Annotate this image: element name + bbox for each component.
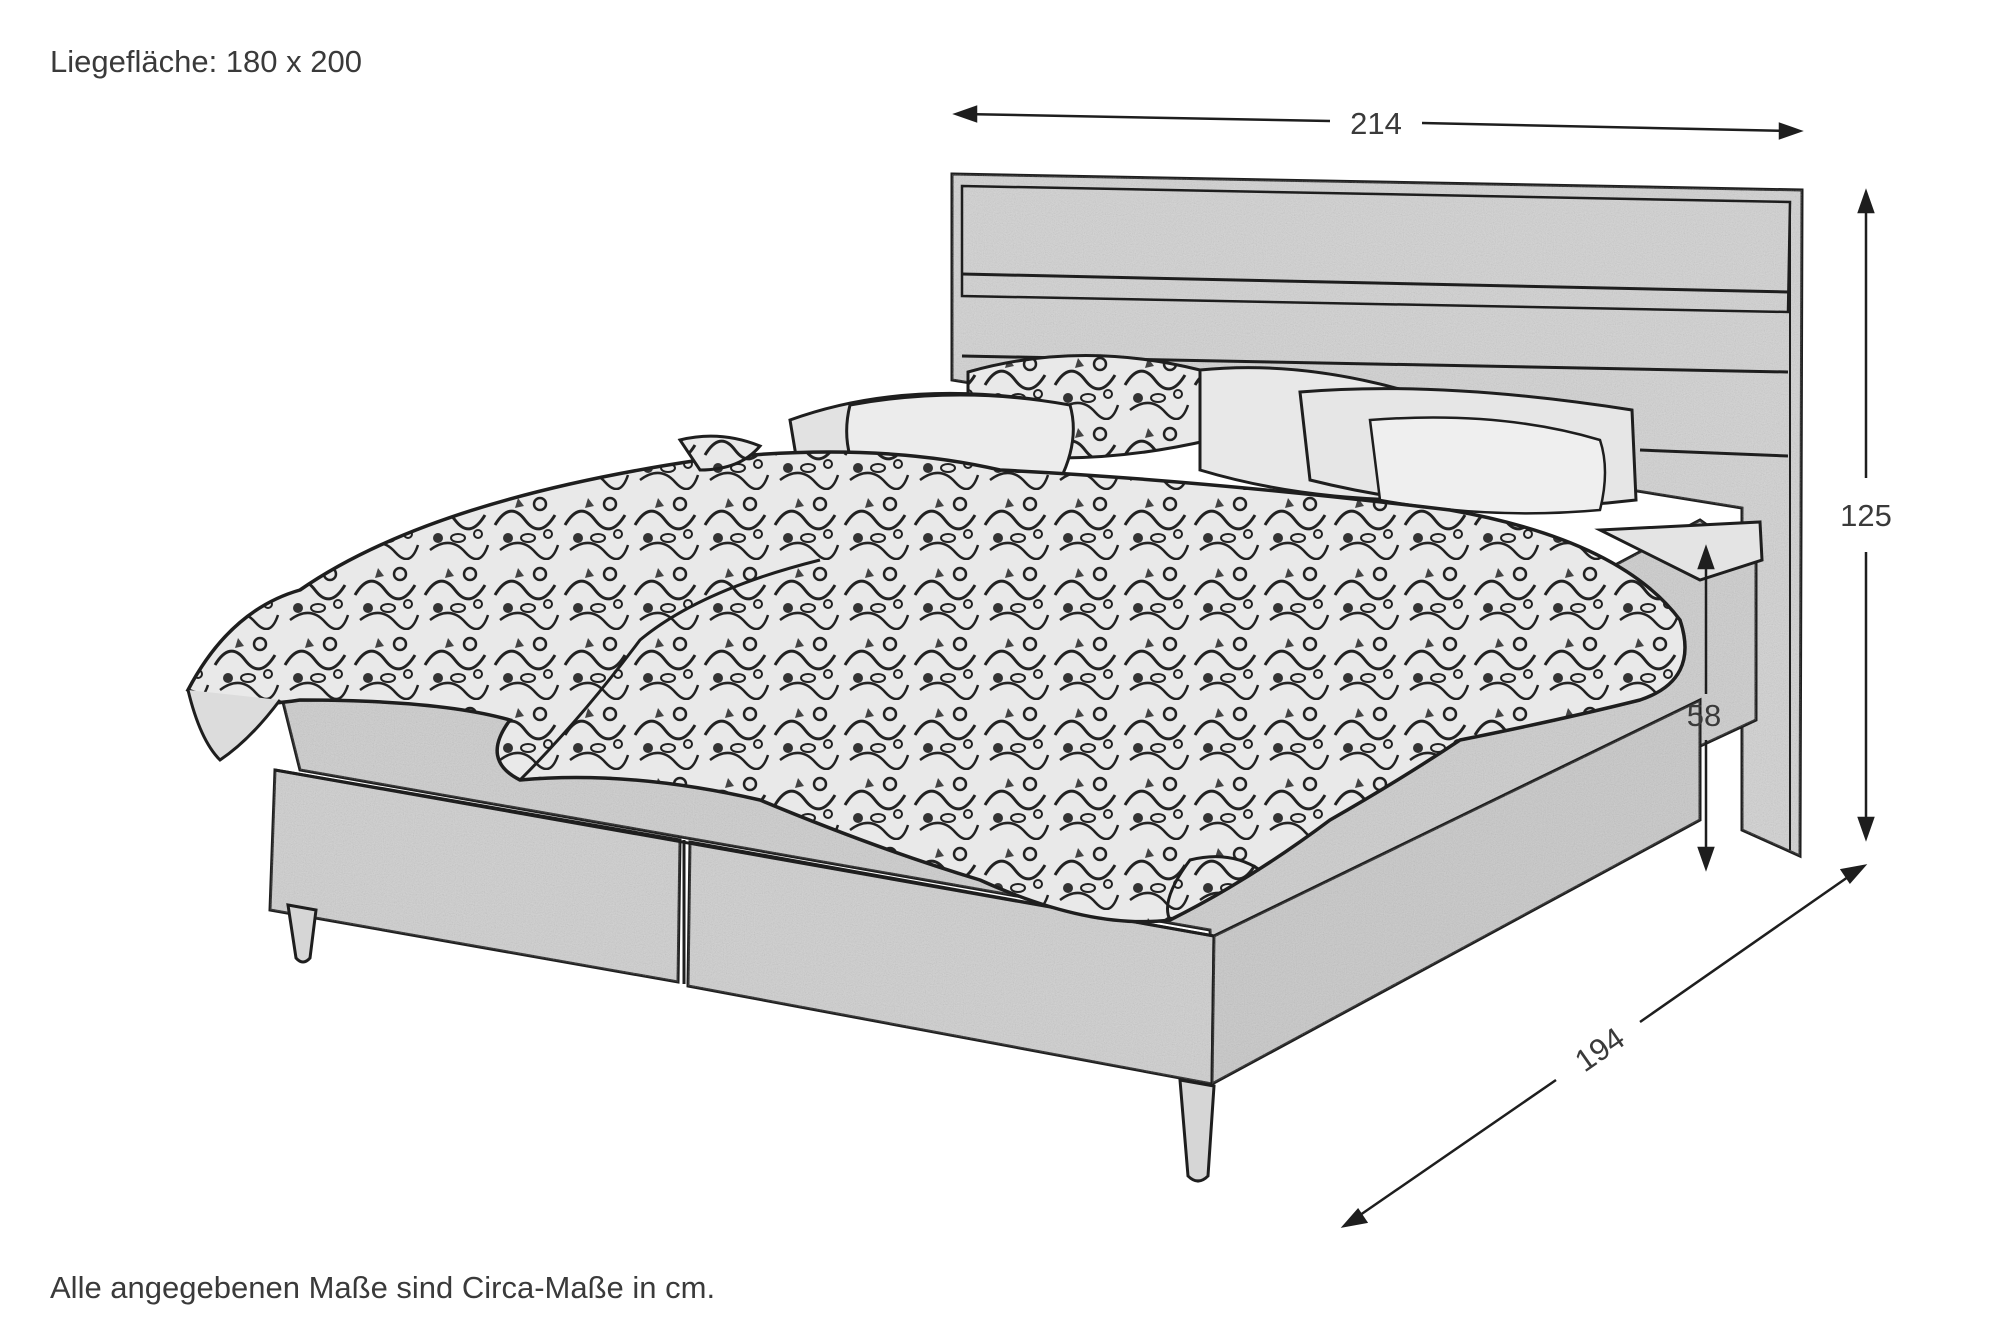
width-dimension: 214	[1350, 106, 1402, 141]
measurement-disclaimer: Alle angegebenen Maße sind Circa-Maße in…	[50, 1270, 716, 1305]
dimension-lines	[952, 105, 1875, 1228]
length-dimension: 194	[1568, 1020, 1630, 1078]
height-dimension: 125	[1840, 498, 1892, 533]
headboard	[950, 172, 1804, 859]
sleeping-area-label: Liegefläche: 180 x 200	[50, 44, 362, 79]
floral-duvet	[185, 434, 1687, 924]
mattress-edge	[1594, 520, 1764, 582]
side-height-dimension: 58	[1687, 698, 1721, 733]
bed-legs	[286, 903, 1216, 1183]
